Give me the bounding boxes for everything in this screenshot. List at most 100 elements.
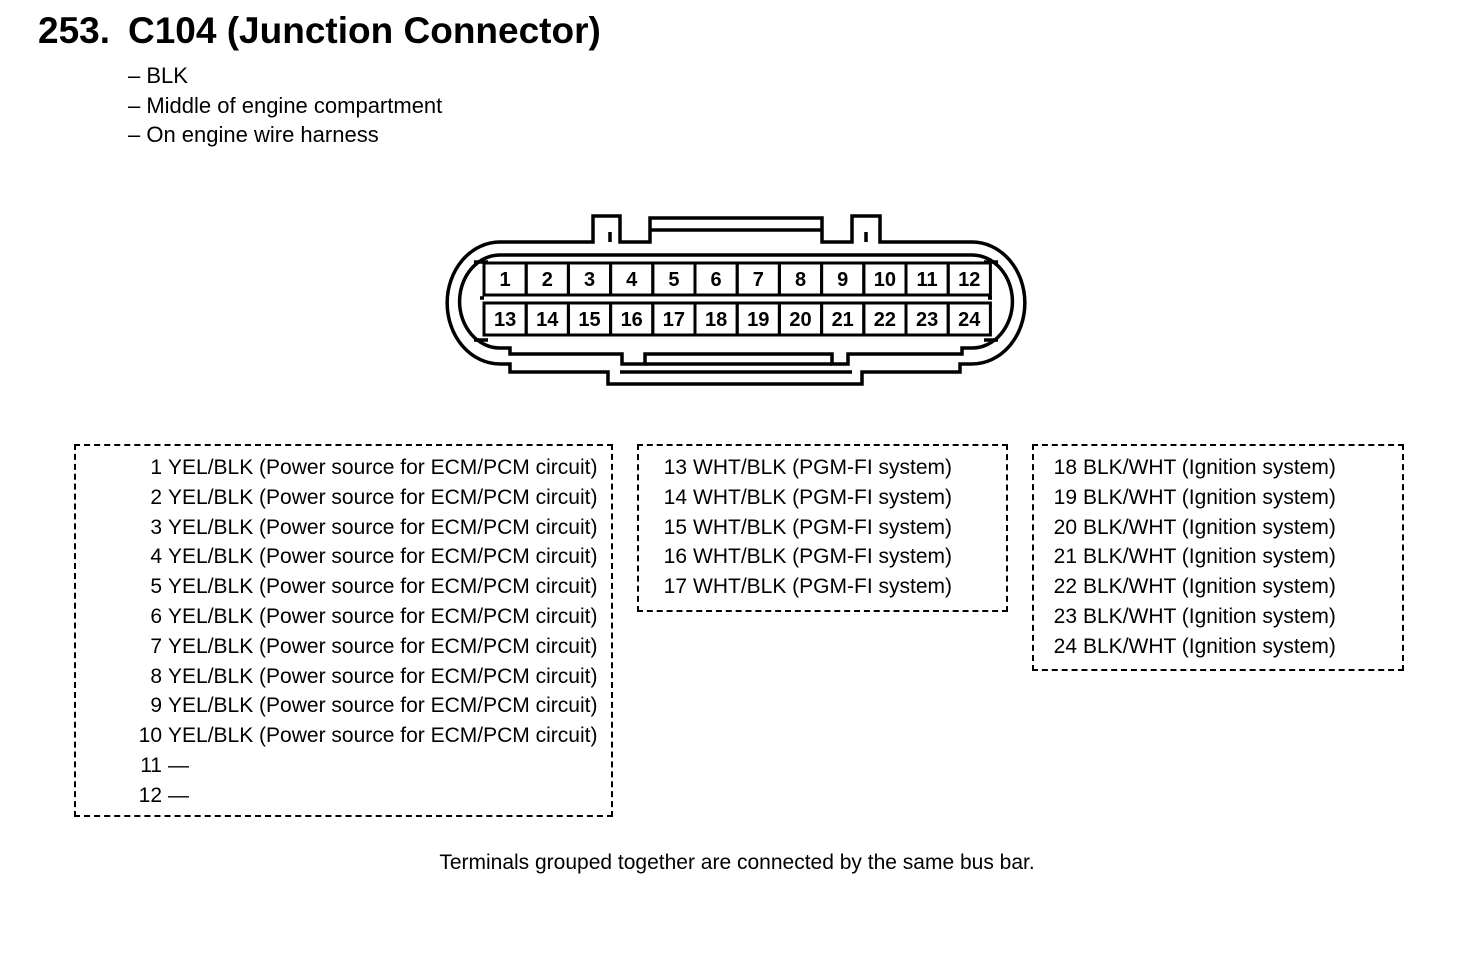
terminal-row: 11— <box>134 751 611 781</box>
terminal-description: BLK/WHT (Ignition system) <box>1083 634 1336 658</box>
terminal-pin-number: 10 <box>138 724 162 748</box>
terminal-pin-number: 17 <box>663 575 687 599</box>
terminal-description: WHT/BLK (PGM-FI system) <box>693 456 952 479</box>
connector-notes: – BLK – Middle of engine compartment – O… <box>128 61 442 150</box>
terminal-description: BLK/WHT (Ignition system) <box>1083 485 1336 509</box>
terminal-number-7: 7 <box>753 269 764 291</box>
terminal-number-20: 20 <box>789 309 811 331</box>
terminal-description: BLK/WHT (Ignition system) <box>1083 515 1336 539</box>
terminal-description: WHT/BLK (PGM-FI system) <box>693 485 952 509</box>
terminal-number-6: 6 <box>711 269 722 291</box>
title-text: C104 (Junction Connector) <box>128 10 601 51</box>
footnote-text: Terminals grouped together are connected… <box>439 851 1035 874</box>
terminal-pin-number: 18 <box>1053 456 1077 479</box>
terminal-row: 18 BLK/WHT (Ignition system) <box>1049 453 1402 483</box>
terminal-number-5: 5 <box>668 269 679 291</box>
terminal-pin-number: 21 <box>1053 545 1077 569</box>
terminal-pin-number: 20 <box>1053 515 1077 539</box>
terminal-pin-number: 16 <box>663 545 687 569</box>
terminal-cavity-24 <box>946 301 992 337</box>
terminal-description: YEL/BLK (Power source for ECM/PCM circui… <box>168 634 598 658</box>
connector-housing <box>445 214 1027 386</box>
terminal-pin-number: 22 <box>1053 575 1077 599</box>
terminal-pin-number: 13 <box>663 456 687 479</box>
terminal-pin-number: 4 <box>150 545 162 569</box>
terminal-pin-number: 1 <box>150 456 162 479</box>
terminal-description: WHT/BLK (PGM-FI system) <box>693 545 952 569</box>
note-color: – BLK <box>128 63 188 88</box>
terminal-pin-number: 3 <box>150 515 162 539</box>
terminal-number-4: 4 <box>626 269 638 291</box>
terminal-pin-number: 23 <box>1053 604 1077 628</box>
terminal-description: BLK/WHT (Ignition system) <box>1083 456 1336 479</box>
terminal-number-15: 15 <box>578 309 600 331</box>
terminal-cavity-12 <box>946 261 992 297</box>
terminal-description: BLK/WHT (Ignition system) <box>1083 604 1336 628</box>
terminal-pin-number: 8 <box>150 664 162 688</box>
note-location: – Middle of engine compartment <box>128 92 443 118</box>
terminal-number-14: 14 <box>536 309 559 331</box>
terminal-number-11: 11 <box>917 269 938 291</box>
terminal-pin-number: 6 <box>150 604 162 628</box>
terminal-number-12: 12 <box>958 269 980 291</box>
terminal-number-17: 17 <box>663 309 685 331</box>
housing-inner-outline <box>457 253 1015 366</box>
terminal-description: — <box>168 783 189 807</box>
terminal-number-8: 8 <box>795 269 806 291</box>
terminal-pin-number: 14 <box>663 485 687 509</box>
note-harness: – On engine wire harness <box>128 122 379 147</box>
terminal-row: 13 WHT/BLK (PGM-FI system) <box>659 453 1006 483</box>
terminal-number-18: 18 <box>705 309 727 331</box>
terminal-pin-number: 19 <box>1053 485 1077 509</box>
page-title: 253.C104 (Junction Connector) <box>38 10 601 52</box>
terminal-description: YEL/BLK (Power source for ECM/PCM circui… <box>168 515 598 539</box>
terminal-number-3: 3 <box>584 269 595 291</box>
terminal-description: YEL/BLK (Power source for ECM/PCM circui… <box>168 664 598 688</box>
terminal-description: YEL/BLK (Power source for ECM/PCM circui… <box>168 604 598 628</box>
terminal-description: YEL/BLK (Power source for ECM/PCM circui… <box>168 575 598 599</box>
terminal-pin-number: 7 <box>150 634 162 658</box>
terminal-description: YEL/BLK (Power source for ECM/PCM circui… <box>168 724 598 748</box>
terminal-pin-number: 24 <box>1053 634 1077 658</box>
terminal-number-1: 1 <box>500 269 511 291</box>
footnote: Terminals grouped together are connected… <box>0 851 1472 875</box>
terminal-number-16: 16 <box>621 309 643 331</box>
terminal-pin-number: 15 <box>663 515 687 539</box>
terminal-description: BLK/WHT (Ignition system) <box>1083 575 1336 599</box>
terminal-pin-number: 9 <box>150 694 162 718</box>
terminal-number-23: 23 <box>916 309 938 331</box>
terminal-number-13: 13 <box>494 309 516 331</box>
terminal-number-10: 10 <box>874 269 896 291</box>
terminal-number-22: 22 <box>874 309 896 331</box>
terminal-pin-number: 11 <box>140 753 162 777</box>
terminal-number-9: 9 <box>837 269 848 291</box>
terminal-number-2: 2 <box>542 269 553 291</box>
bottom-key-slot <box>620 362 852 374</box>
housing-outer-outline <box>445 214 1027 386</box>
terminal-pin-number: 12 <box>138 783 162 807</box>
terminal-description: WHT/BLK (PGM-FI system) <box>693 575 952 599</box>
